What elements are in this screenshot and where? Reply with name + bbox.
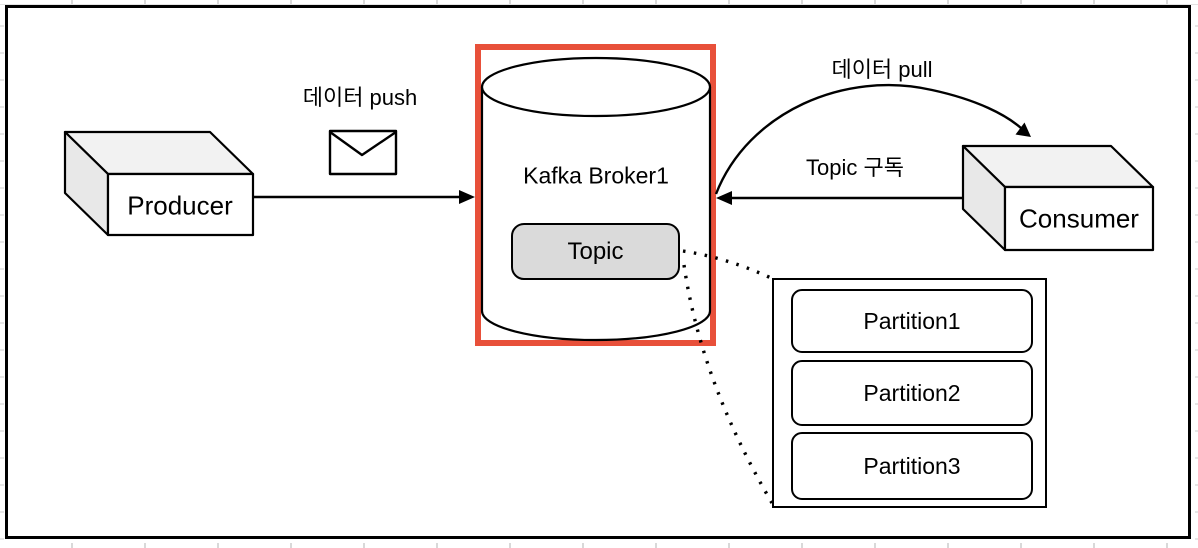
consumer-box-shape[interactable] xyxy=(961,144,1155,252)
push-arrowhead-icon xyxy=(459,190,475,204)
subscribe-arrowhead-icon xyxy=(716,191,732,205)
envelope-icon[interactable] xyxy=(328,129,398,176)
broker-cylinder-shape[interactable] xyxy=(480,56,712,342)
broker-cylinder-top xyxy=(480,56,712,118)
envelope-flap xyxy=(329,131,397,157)
partition-1-node[interactable]: Partition1 xyxy=(791,289,1033,353)
producer-box-shape[interactable] xyxy=(63,130,255,237)
pull-arc-arrow[interactable] xyxy=(714,83,1031,195)
pull-arrowhead-icon xyxy=(1015,122,1031,137)
partition-2-node[interactable]: Partition2 xyxy=(791,360,1033,426)
topic-partition-dotted-links[interactable] xyxy=(682,249,774,504)
dotted-link-lower xyxy=(682,264,774,504)
producer-label: Producer xyxy=(127,190,233,221)
consumer-label: Consumer xyxy=(1019,203,1139,234)
pull-arc-line xyxy=(714,83,1022,195)
partition-3-node[interactable]: Partition3 xyxy=(791,432,1033,500)
partition-group[interactable]: Partition1 Partition2 Partition3 xyxy=(772,278,1047,508)
diagram-outer-border xyxy=(5,5,1191,539)
topic-node[interactable]: Topic xyxy=(511,223,680,280)
broker-cylinder-body xyxy=(480,87,712,342)
subscribe-edge-label: Topic 구독 xyxy=(806,155,904,180)
dotted-link-upper xyxy=(682,249,772,280)
push-arrow[interactable] xyxy=(254,190,475,204)
producer-cube-front-face xyxy=(106,172,255,237)
push-edge-label: 데이터 push xyxy=(302,85,418,110)
broker-label: Kafka Broker1 xyxy=(523,162,669,189)
consumer-cube-front-face xyxy=(1003,185,1155,252)
subscribe-arrow[interactable] xyxy=(716,191,963,205)
broker-highlight-rect[interactable] xyxy=(475,44,716,346)
pull-edge-label: 데이터 pull xyxy=(831,57,933,82)
